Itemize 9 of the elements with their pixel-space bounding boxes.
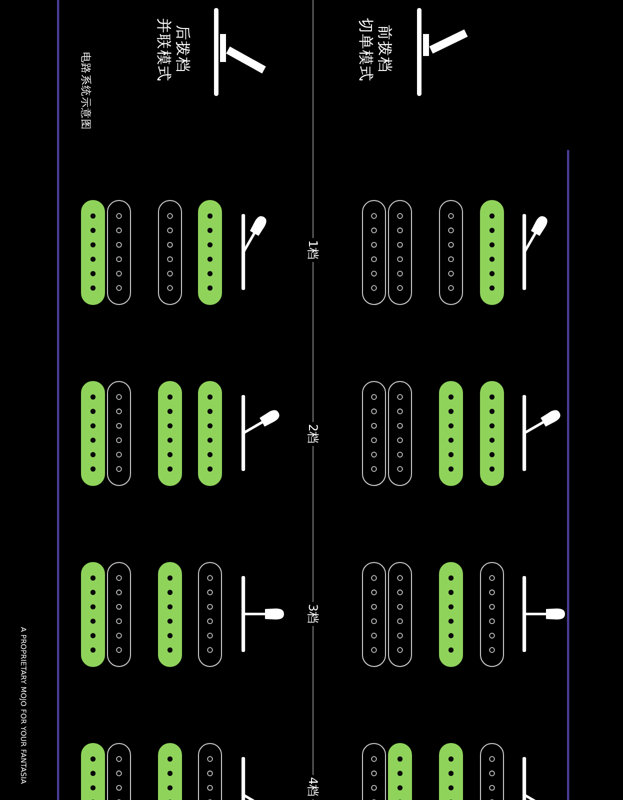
mode-label: 并联模式 — [156, 18, 171, 82]
position-label: 4档 — [307, 775, 319, 799]
toggle-label: 后拨档 — [175, 25, 190, 73]
toggle-label: 前拨档 — [377, 25, 392, 73]
position-label: 2档 — [307, 422, 319, 446]
position-label: 1档 — [307, 238, 319, 262]
position-label: 3档 — [307, 602, 319, 626]
diagram-title: 电路系统示意图 — [80, 52, 90, 130]
mode-label: 切单模式 — [358, 18, 373, 82]
